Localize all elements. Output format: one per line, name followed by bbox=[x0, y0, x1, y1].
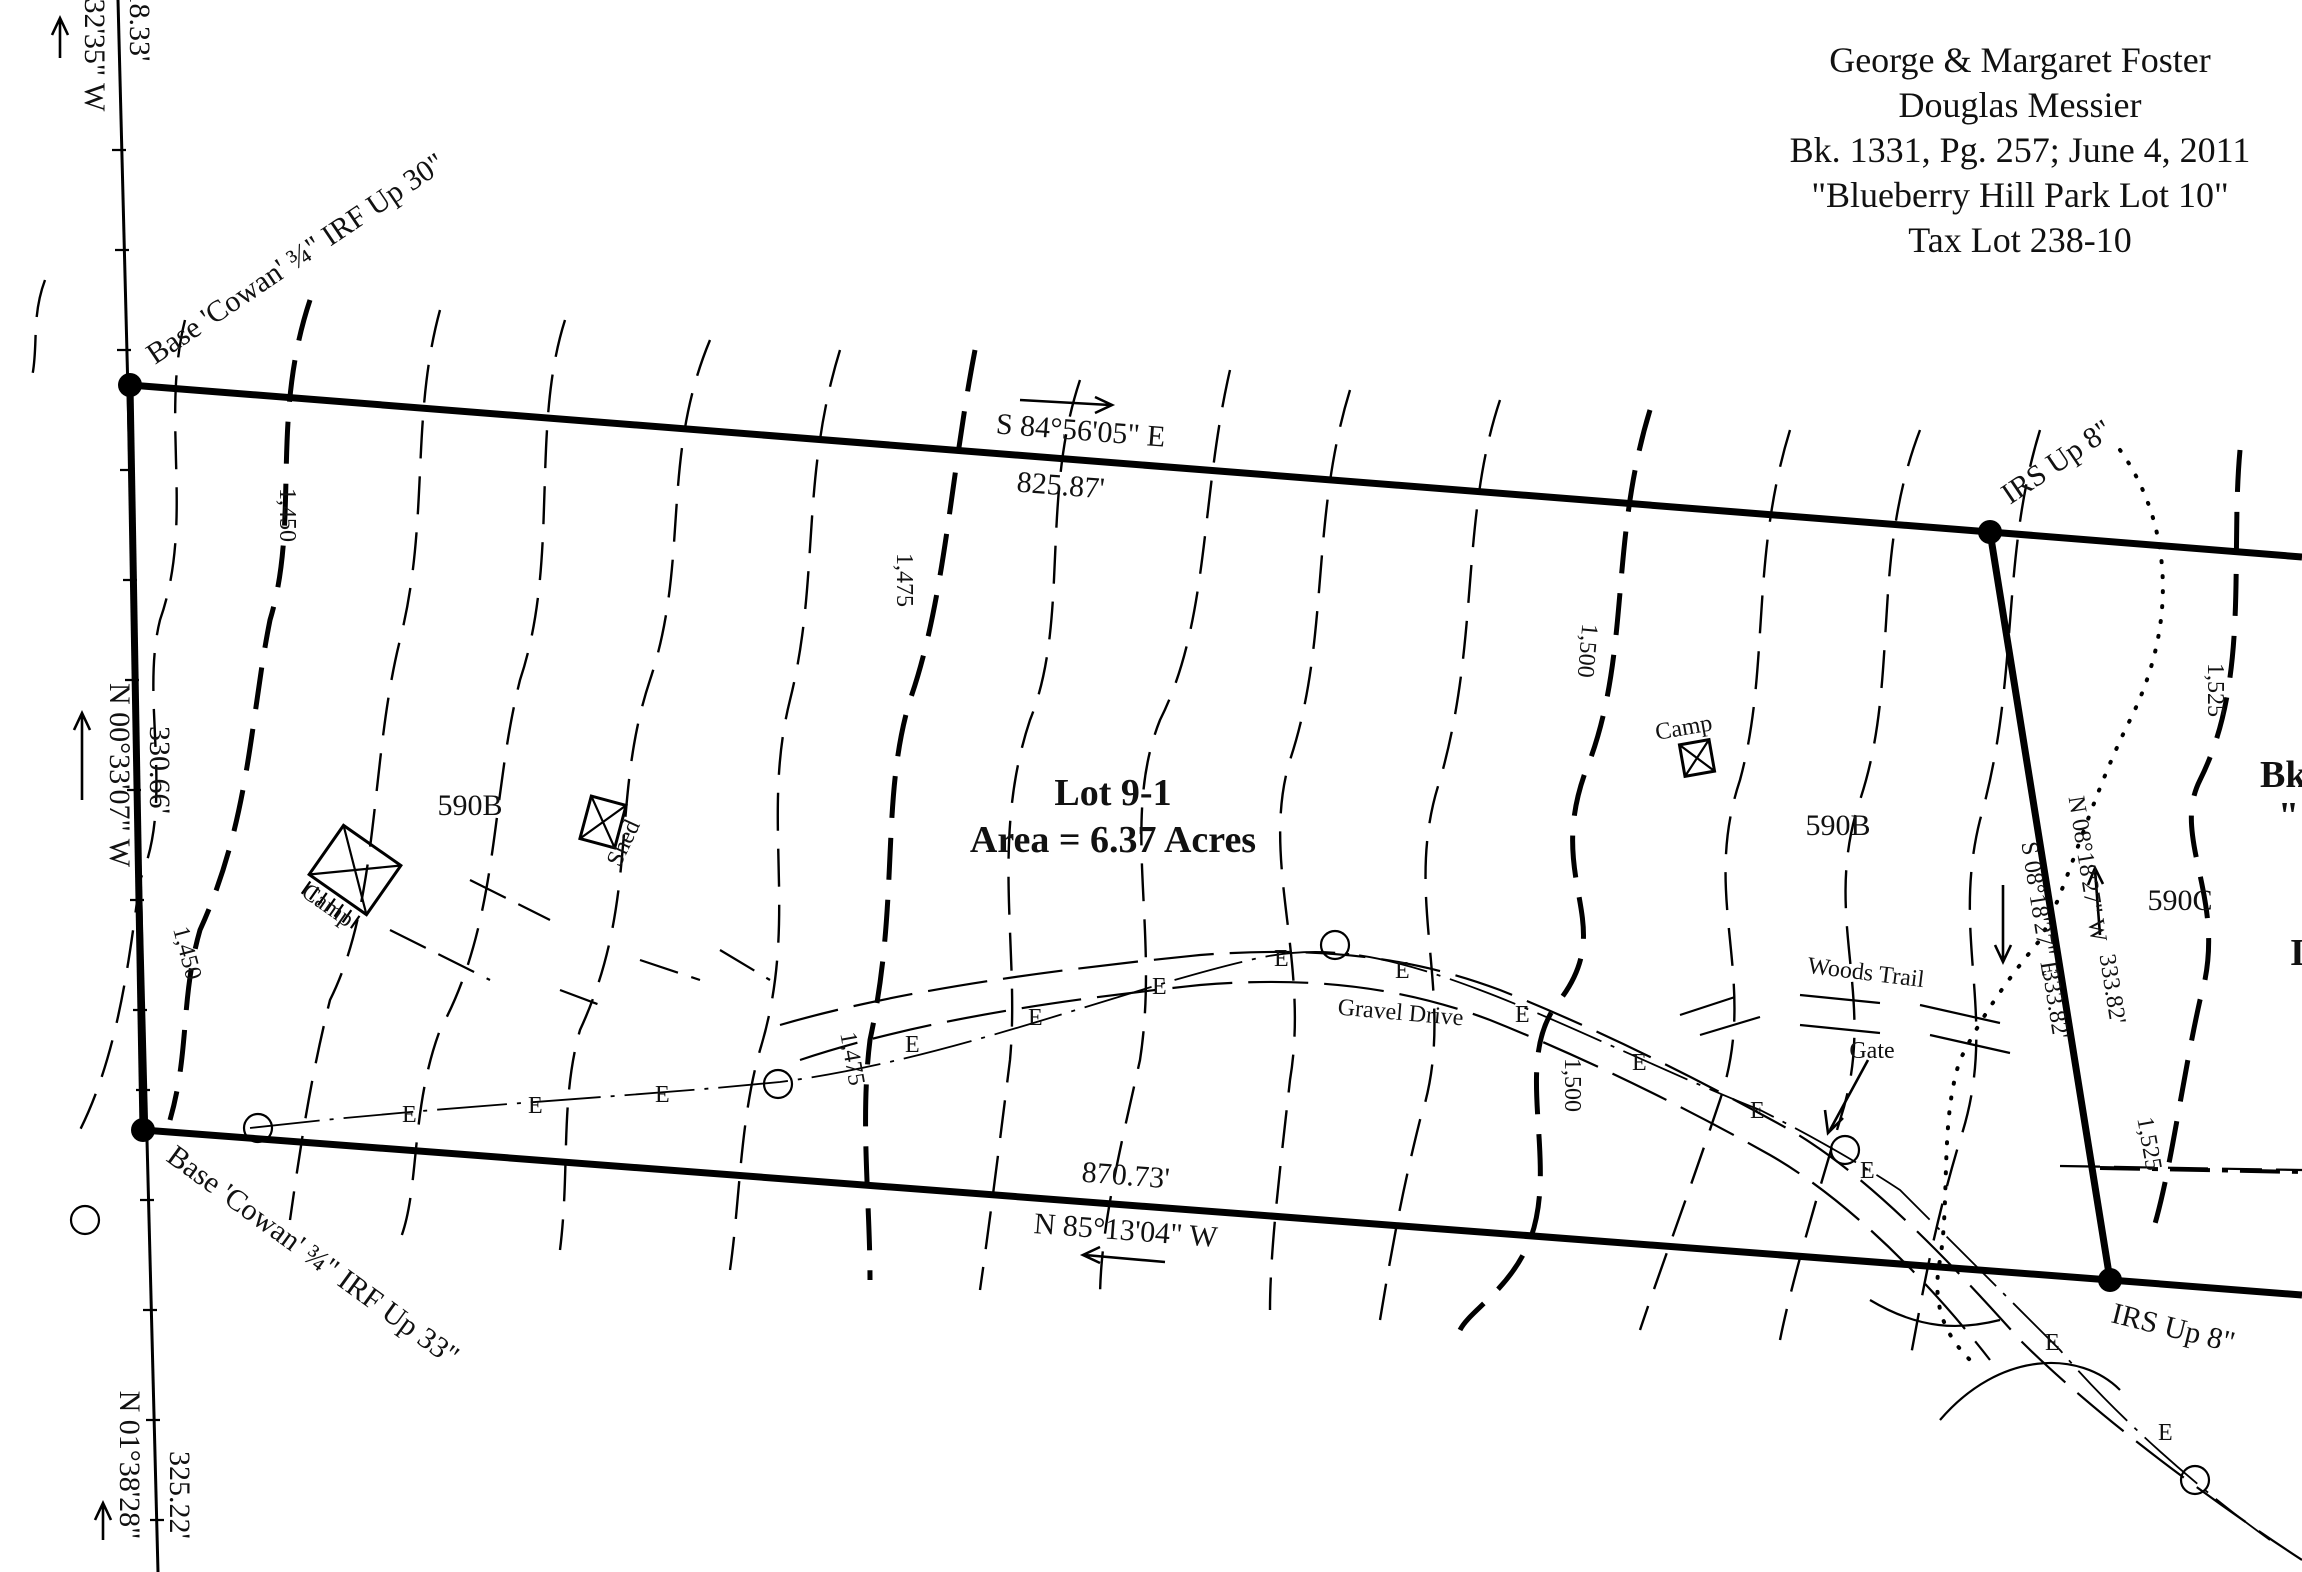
north-boundary-extension bbox=[1989, 528, 2302, 561]
right-edge-fragment-1: Bk bbox=[2260, 754, 2302, 796]
elec-label: E bbox=[1515, 1002, 1530, 1028]
lower-left-bearing: N 01°38'28" bbox=[113, 1391, 146, 1540]
contour-labels: 1,450 1,450 1,475 1,475 1,500 1,500 1,52… bbox=[167, 488, 2228, 1173]
nw-monument-marker bbox=[118, 373, 142, 397]
utility-pole-5 bbox=[2179, 1464, 2211, 1496]
elec-label: E bbox=[1632, 1050, 1647, 1076]
woods-trail-label: Woods Trail bbox=[1806, 953, 1926, 993]
dash-dot-line bbox=[2099, 1166, 2302, 1174]
elec-label: E bbox=[402, 1102, 417, 1128]
sw-monument-marker bbox=[131, 1118, 155, 1142]
gate-label: Gate bbox=[1849, 1038, 1894, 1064]
camp-structure-east bbox=[1677, 737, 1717, 779]
contour-label: 1,525 bbox=[2202, 663, 2228, 717]
utility-pole-3 bbox=[1319, 929, 1351, 961]
utility-pole-2 bbox=[762, 1068, 794, 1100]
elec-label: E bbox=[1750, 1098, 1765, 1124]
east-outer-bearing: N 08°18'27" W bbox=[2063, 794, 2112, 944]
south-bearing: N 85°13'04" W bbox=[1033, 1207, 1220, 1254]
contour-label: 1,475 bbox=[891, 553, 917, 607]
gravel-drive bbox=[779, 950, 2302, 1561]
east-outer-distance: 333.82' bbox=[2094, 952, 2131, 1026]
shed-label: Shed bbox=[602, 816, 646, 870]
nw-monument-label: Base 'Cowan' ¾" IRF Up 30" bbox=[140, 147, 450, 371]
owner-line-4: "Blueberry Hill Park Lot 10" bbox=[1811, 175, 2228, 215]
contour-label: 1,500 bbox=[1559, 1058, 1585, 1112]
contour-label: 1,475 bbox=[834, 1030, 869, 1088]
owner-line-3: Bk. 1331, Pg. 257; June 4, 2011 bbox=[1790, 130, 2251, 170]
north-bearing: S 84°56'05" E bbox=[995, 407, 1167, 453]
elec-label: E bbox=[905, 1032, 920, 1058]
south-distance: 870.73' bbox=[1081, 1156, 1171, 1196]
south-boundary-extension bbox=[2109, 1276, 2302, 1299]
north-boundary-line bbox=[129, 381, 1991, 536]
contour-label: 1,450 bbox=[274, 488, 300, 542]
owner-line-5: Tax Lot 238-10 bbox=[1908, 220, 2131, 260]
electric-line: E E E E E E E E E E E E E E bbox=[69, 929, 2271, 1541]
dash-line bbox=[389, 879, 2302, 1172]
east-boundary-line bbox=[1986, 531, 2114, 1281]
se-monument-marker bbox=[2098, 1268, 2122, 1292]
lower-left-distance: 325.22' bbox=[163, 1451, 196, 1539]
south-boundary-line bbox=[142, 1126, 2111, 1284]
elec-label: E bbox=[2158, 1420, 2173, 1446]
contour-label: 1,525 bbox=[2131, 1115, 2166, 1173]
dotted-line bbox=[1935, 448, 2165, 1362]
elec-label: E bbox=[1395, 958, 1410, 984]
elec-label: E bbox=[528, 1093, 543, 1119]
elec-label: E bbox=[1860, 1158, 1875, 1184]
contour-label: 1,500 bbox=[1572, 623, 1603, 679]
utility-pole-4 bbox=[1829, 1134, 1861, 1166]
direction-arrows bbox=[50, 14, 2105, 1540]
right-edge-fragment-2: " bbox=[2278, 795, 2299, 837]
se-monument-label: IRS Up 8" bbox=[2108, 1297, 2238, 1359]
owner-line-2: Douglas Messier bbox=[1899, 85, 2142, 125]
west-bearing: N 00°33'07" W bbox=[103, 683, 136, 868]
owner-block: George & Margaret Foster Douglas Messier… bbox=[1790, 40, 2251, 260]
soil-label-590b-east: 590B bbox=[1805, 809, 1870, 842]
right-edge-fragment-3: I bbox=[2290, 932, 2302, 974]
east-inner-distance: 333.82' bbox=[2037, 967, 2074, 1041]
gravel-drive-label: Gravel Drive bbox=[1337, 995, 1465, 1032]
west-distance: 330.66' bbox=[143, 726, 176, 814]
top-left-distance: 18.33' bbox=[123, 0, 156, 61]
ne-monument-label: IRS Up 8" bbox=[1995, 413, 2118, 511]
soil-label-590b-west: 590B bbox=[437, 789, 502, 822]
lot-name: Lot 9-1 bbox=[1054, 772, 1171, 814]
elec-label: E bbox=[1274, 946, 1289, 972]
camp-building-west bbox=[300, 823, 403, 929]
monuments bbox=[118, 373, 2122, 1292]
elec-label: E bbox=[1028, 1005, 1043, 1031]
ne-monument-marker bbox=[1978, 520, 2002, 544]
owner-line-1: George & Margaret Foster bbox=[1829, 40, 2211, 80]
north-distance: 825.87' bbox=[1016, 466, 1106, 506]
elec-label: E bbox=[655, 1082, 670, 1108]
elec-label: E bbox=[1152, 974, 1167, 1000]
woods-trail bbox=[1679, 993, 2121, 1421]
sw-monument-label: Base 'Cowan' ¾" IRF Up 33" bbox=[161, 1139, 465, 1373]
utility-pole-6 bbox=[69, 1204, 101, 1236]
contour-lines bbox=[28, 279, 2243, 1361]
soil-label-590c: 590C bbox=[2147, 884, 2212, 917]
lot-area: Area = 6.37 Acres bbox=[970, 819, 1256, 861]
utility-pole-1 bbox=[242, 1112, 274, 1144]
shed-structure bbox=[578, 794, 628, 850]
fence-line bbox=[112, 0, 164, 1572]
east-inner-bearing: S 08°18'27" E bbox=[2015, 840, 2062, 978]
top-left-bearing: 32'35" W bbox=[78, 0, 111, 112]
elec-label: E bbox=[2045, 1330, 2060, 1356]
